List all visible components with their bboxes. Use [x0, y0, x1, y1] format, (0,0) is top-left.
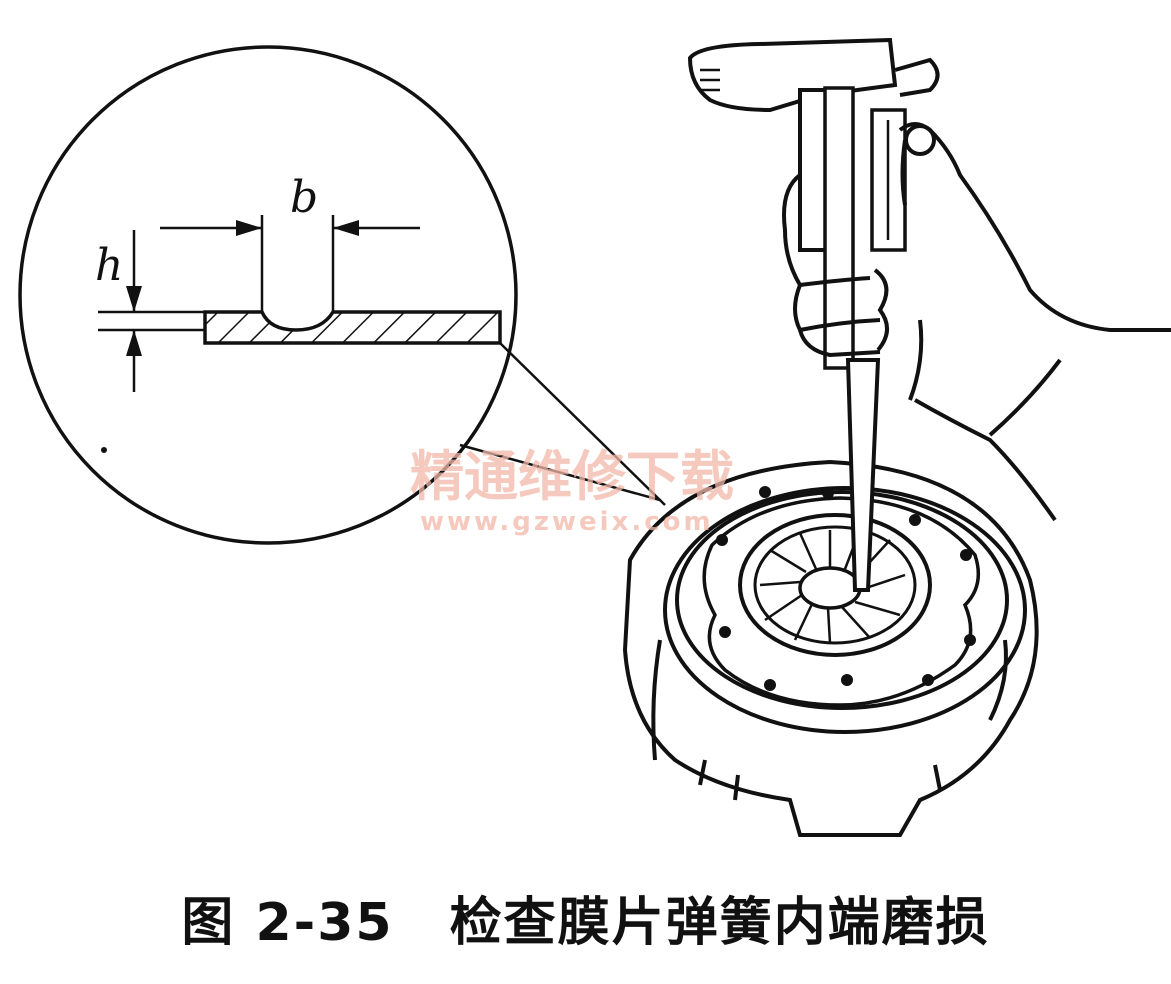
figure-number: 图 2-35 [181, 893, 394, 953]
label-h: h [95, 240, 123, 291]
watermark-chinese: 精通维修下载 [410, 445, 734, 508]
figure-title: 检查膜片弹簧内端磨损 [449, 893, 990, 953]
watermark-url: www.gzweix.com [420, 507, 714, 537]
spring-section-profile [203, 310, 502, 345]
leader-line [499, 342, 666, 506]
vernier-caliper [687, 37, 940, 592]
dimension-h [98, 230, 205, 392]
label-b: b [290, 172, 318, 223]
figure-caption: 图 2-35 检查膜片弹簧内端磨损 [0, 880, 1171, 955]
hand [782, 122, 1171, 522]
clutch-pressure-plate [622, 459, 1039, 837]
dimension-b [160, 215, 420, 312]
detail-magnifier: b h [18, 45, 518, 545]
